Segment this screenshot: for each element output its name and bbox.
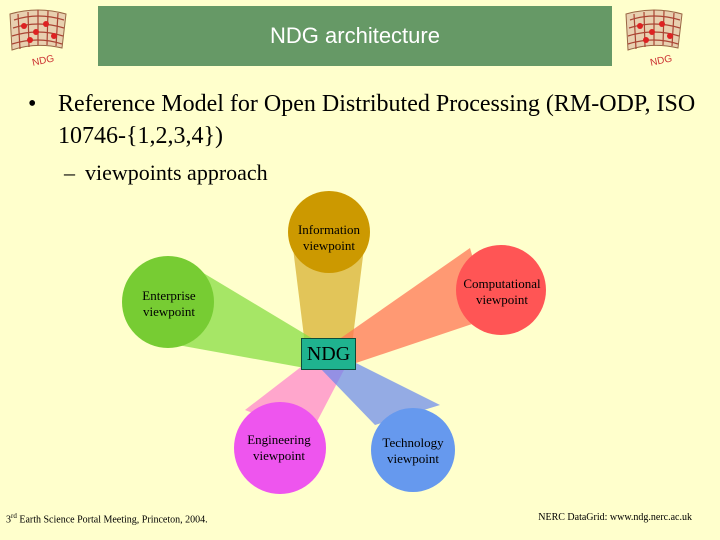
label-information-viewpoint: Information viewpoint [274,222,384,254]
label-enterprise-viewpoint: Enterprise viewpoint [114,288,224,320]
label-line2: viewpoint [358,451,468,467]
footer-meeting: 3rd Earth Science Portal Meeting, Prince… [6,512,208,525]
label-line1: Computational [447,276,557,292]
footer-meeting-text: Earth Science Portal Meeting, Princeton,… [17,514,208,525]
label-line1: Enterprise [114,288,224,304]
footer-url: NERC DataGrid: www.ndg.nerc.ac.uk [538,512,692,523]
label-line2: viewpoint [114,304,224,320]
label-line1: Engineering [224,432,334,448]
label-line2: viewpoint [447,292,557,308]
label-line1: Technology [358,435,468,451]
ndg-center-box: NDG [301,338,356,370]
label-line2: viewpoint [224,448,334,464]
label-engineering-viewpoint: Engineering viewpoint [224,432,334,464]
label-line2: viewpoint [274,238,384,254]
ndg-center-label: NDG [307,343,350,366]
label-technology-viewpoint: Technology viewpoint [358,435,468,467]
label-line1: Information [274,222,384,238]
label-computational-viewpoint: Computational viewpoint [447,276,557,308]
